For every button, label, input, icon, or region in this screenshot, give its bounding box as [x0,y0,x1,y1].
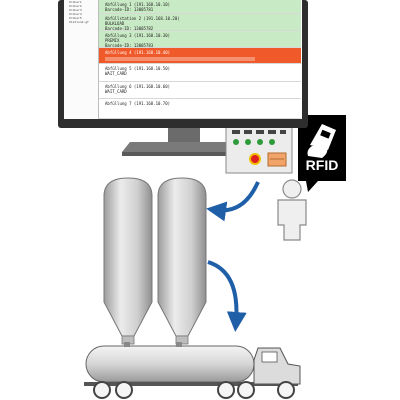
entry-line: PREMIX [105,38,120,43]
entry-line: Abfüllung 1 (191.168.10.10) [105,2,171,7]
tanker-truck [84,342,301,399]
entry-line: BULKLOAD [105,21,125,26]
entry-line: WAIT_CARD [105,89,127,94]
station-log: Abfüllung 1 (191.168.10.10)Barcode-ID: 1… [99,0,302,119]
entry-line: Barcode-ID: 13005782 [105,26,154,31]
entry-line: Abfüllung 6 (191.168.10.60) [105,84,171,89]
entry-line: Abfüllung 4 (191.168.10.40) [105,50,171,55]
tree-item[interactable]: Ordner4 [69,12,82,16]
entry-line: Barcode-ID: 13005783 [105,43,154,48]
emergency-stop-button [249,153,261,165]
hand-with-card-icon [307,124,336,158]
station-entry[interactable]: Abfüllung 5 (191.168.10.50)WAIT_CARD [99,64,301,82]
entry-line: WAIT_CARD [105,71,127,76]
station-entry[interactable]: Abfüllung 4 (191.168.10.40) [99,48,301,64]
entry-line: Abfüllung 3 (191.168.10.30) [105,33,171,38]
wheel [115,381,133,399]
tank-body [85,345,255,383]
green-indicator [257,139,263,145]
wheel [93,381,111,399]
entry-line: Barcode-ID: 13005781 [105,7,154,12]
arrow-to-silo [206,181,260,222]
silo-left [103,177,153,345]
silo-right [157,177,207,345]
tree-item[interactable]: Station2-gf [69,20,89,24]
operator-figure-icon [277,179,307,241]
green-indicator [233,139,239,145]
tree-item[interactable]: Ordner1 [69,0,82,4]
tree-item[interactable]: Ordner5 [69,16,82,20]
wheel [217,381,235,399]
entry-line: Abfüllung 7 (191.168.10.70) [105,101,171,106]
rfid-label: RFID [306,157,339,173]
tree-item[interactable]: Ordner3 [69,8,82,12]
tree-item[interactable]: Ordner2 [69,4,82,8]
error-highlight-bar [105,57,255,61]
wheel [237,381,255,399]
entry-line: Abfüllung 5 (191.168.10.50) [105,66,171,71]
station-entry[interactable]: Abfüllung 6 (191.168.10.60)WAIT_CARD [99,82,301,99]
entry-line: Abfüllstation 2 (191.168.10.20) [105,16,180,21]
station-entry[interactable]: Abfüllung 1 (191.168.10.10)Barcode-ID: 1… [99,0,301,14]
green-indicator [269,139,275,145]
control-panel [225,122,293,174]
monitor-stand [122,126,246,156]
wheel [277,381,295,399]
arrow-to-truck [207,260,247,332]
station-entry[interactable]: Abfüllung 7 (191.168.10.70) [99,99,301,119]
green-indicator [245,139,251,145]
